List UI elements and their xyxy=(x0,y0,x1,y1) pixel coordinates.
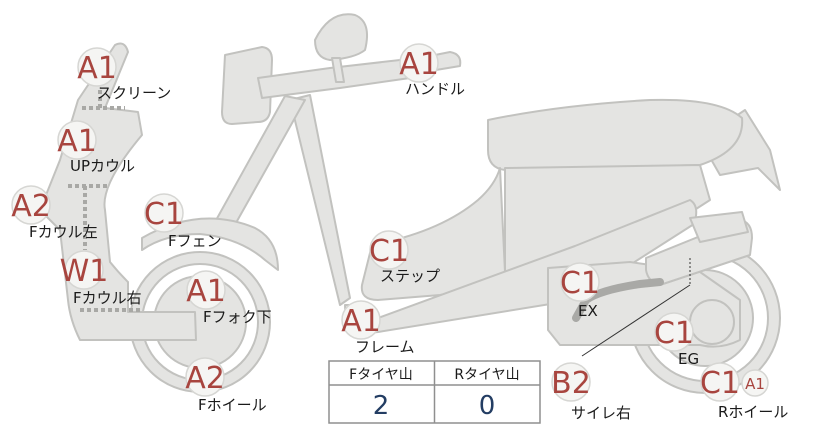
mirror-stem-shape xyxy=(331,57,345,83)
label-f-fender: Fフェン xyxy=(168,232,222,250)
marker-f-fender[interactable]: C1 Fフェン xyxy=(144,193,222,250)
tire-tread-table: Fタイヤ山 Rタイヤ山 2 0 xyxy=(328,360,541,424)
grade-r-wheel-secondary: A1 xyxy=(745,375,765,393)
mirror-shape xyxy=(314,13,368,61)
label-f-cowl-right: Fカウル右 xyxy=(73,289,142,307)
grade-f-wheel: A2 xyxy=(185,361,225,396)
grade-f-fork-lower: A1 xyxy=(186,274,226,309)
table-value-rear-tire: 0 xyxy=(479,391,496,421)
label-exhaust: EX xyxy=(578,302,598,320)
grade-f-fender: C1 xyxy=(144,197,184,232)
grade-r-wheel: C1 xyxy=(700,366,740,401)
label-step: ステップ xyxy=(380,267,440,285)
label-r-wheel: Rホイール xyxy=(718,403,788,421)
front-fender-shape xyxy=(141,217,279,271)
grade-step: C1 xyxy=(369,234,409,269)
marker-silencer-right[interactable]: B2 サイレ右 xyxy=(551,362,631,422)
part-markers: A1 スクリーン A1 UPカウル A2 Fカウル左 W1 Fカウル右 C1 F… xyxy=(11,43,788,422)
marker-screen[interactable]: A1 スクリーン xyxy=(77,47,171,102)
grade-engine: C1 xyxy=(654,316,694,351)
downtube-shape xyxy=(289,94,351,306)
table-header-front-tire: Fタイヤ山 xyxy=(349,367,413,383)
label-f-cowl-left: Fカウル左 xyxy=(29,223,98,241)
label-engine: EG xyxy=(678,350,699,368)
rear-shock-shape xyxy=(689,211,749,243)
grade-handle: A1 xyxy=(399,47,439,82)
grade-upper-cowl: A1 xyxy=(57,124,97,159)
label-frame: フレーム xyxy=(355,338,415,356)
engine-hub-shape xyxy=(689,299,735,345)
leader-lines xyxy=(581,258,691,357)
marker-step[interactable]: C1 ステップ xyxy=(369,230,440,285)
label-screen: スクリーン xyxy=(97,84,171,102)
headlight-shape xyxy=(221,46,273,125)
marker-frame[interactable]: A1 フレーム xyxy=(341,300,415,356)
cowl-seams xyxy=(68,90,140,312)
label-f-fork-lower: Fフォク下 xyxy=(203,308,272,326)
table-value-front-tire: 2 xyxy=(373,391,390,421)
marker-exhaust[interactable]: C1 EX xyxy=(560,262,600,320)
label-silencer-right: サイレ右 xyxy=(571,404,631,422)
grade-f-cowl-right: W1 xyxy=(60,254,109,289)
label-f-wheel: Fホイール xyxy=(198,396,267,414)
grade-exhaust: C1 xyxy=(560,266,600,301)
table-header-rear-tire: Rタイヤ山 xyxy=(454,367,519,383)
marker-f-fork-lower[interactable]: A1 Fフォク下 xyxy=(186,270,272,326)
marker-r-wheel[interactable]: C1 A1 Rホイール xyxy=(700,362,788,421)
marker-engine[interactable]: C1 EG xyxy=(654,312,699,368)
marker-f-cowl-right[interactable]: W1 Fカウル右 xyxy=(60,250,142,307)
marker-handle[interactable]: A1 ハンドル xyxy=(399,43,465,98)
grade-silencer-right: B2 xyxy=(551,366,591,401)
bike-silhouette xyxy=(39,13,781,394)
grade-frame: A1 xyxy=(341,304,381,339)
grade-f-cowl-left: A2 xyxy=(11,189,51,224)
grade-screen: A1 xyxy=(77,51,117,86)
marker-f-wheel[interactable]: A2 Fホイール xyxy=(185,357,267,414)
seat-shape xyxy=(487,98,744,171)
label-upper-cowl: UPカウル xyxy=(70,157,135,175)
marker-upper-cowl[interactable]: A1 UPカウル xyxy=(57,120,135,175)
label-handle: ハンドル xyxy=(405,80,465,98)
marker-f-cowl-left[interactable]: A2 Fカウル左 xyxy=(11,185,98,241)
front-wheel-shape xyxy=(129,251,271,393)
